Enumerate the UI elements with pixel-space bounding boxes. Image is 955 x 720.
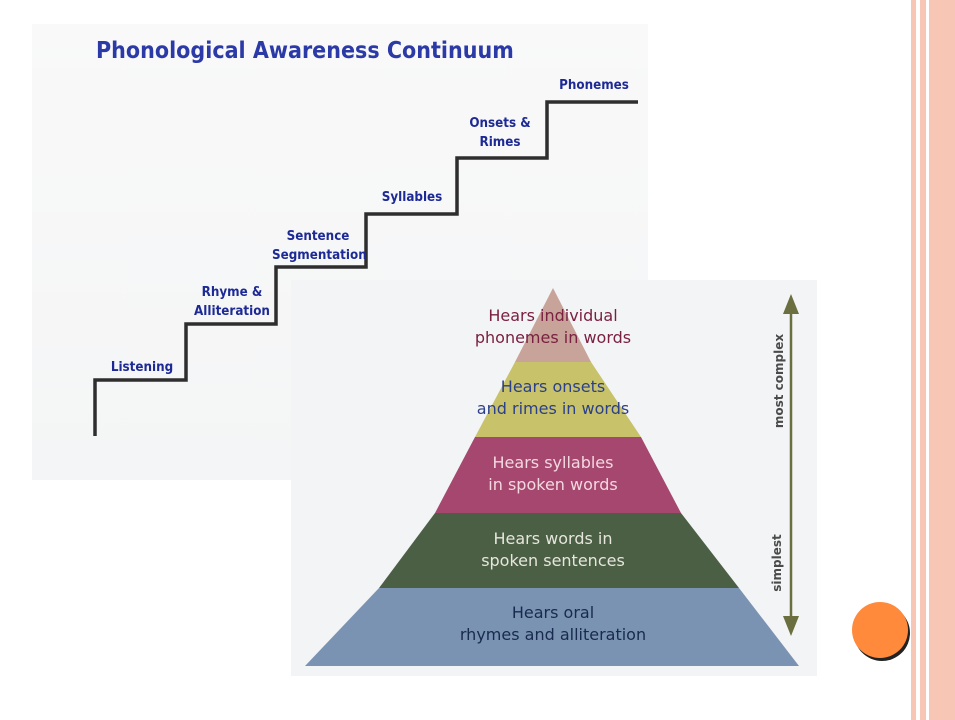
diagram-title: Phonological Awareness Continuum: [96, 38, 514, 64]
step-label-syllables: Syllables: [381, 190, 443, 205]
border-stripe: [911, 0, 916, 720]
tier-2-line1: Hears onsets: [500, 377, 606, 396]
tier-3-line1: Hears syllables: [492, 453, 614, 472]
tier-1-line2: phonemes in words: [474, 328, 632, 347]
tier-1-shape: [515, 288, 591, 362]
tier-3-line2: in spoken words: [488, 475, 618, 494]
tier-2-line2: and rimes in words: [476, 399, 630, 418]
most-complex-label: most complex: [772, 333, 786, 429]
tier-3-shape: [435, 437, 681, 513]
step-label-rhyme-alliteration: Rhyme & Alliteration: [194, 285, 270, 319]
tier-4-line2: spoken sentences: [481, 551, 625, 570]
tier-1-line1: Hears individual: [488, 306, 618, 325]
tier-4-shape: [379, 513, 739, 588]
simplest-label: simplest: [770, 534, 784, 592]
tier-1-label: Hears individual phonemes in words: [448, 305, 658, 349]
border-stripe: [920, 0, 926, 720]
tier-4-label: Hears words in spoken sentences: [438, 528, 668, 572]
tier-2-shape: [475, 362, 641, 437]
step-label-sentence-segmentation: Sentence Segmentation: [272, 229, 367, 263]
step-label-phonemes: Phonemes: [559, 78, 629, 93]
tier-5-shape: [305, 588, 799, 666]
tier-5-line1: Hears oral: [511, 603, 595, 622]
staircase-line: [93, 100, 638, 436]
tier-4-line1: Hears words in: [493, 529, 613, 548]
arrow-head-up: [783, 294, 799, 314]
tier-2-label: Hears onsets and rimes in words: [438, 376, 668, 420]
tier-5-line2: rhymes and alliteration: [459, 625, 647, 644]
tier-5-label: Hears oral rhymes and alliteration: [408, 602, 698, 646]
pyramid-shape: [305, 288, 799, 666]
step-label-onsets-rimes: Onsets & Rimes: [469, 116, 531, 150]
tier-3-label: Hears syllables in spoken words: [438, 452, 668, 496]
pyramid-diagram: Hears individual phonemes in words Hears…: [291, 280, 817, 676]
border-stripe: [929, 0, 955, 720]
arrow-head-down: [783, 616, 799, 636]
slide-border: [911, 0, 955, 720]
accent-dot: [852, 602, 908, 658]
step-label-listening: Listening: [110, 360, 174, 375]
